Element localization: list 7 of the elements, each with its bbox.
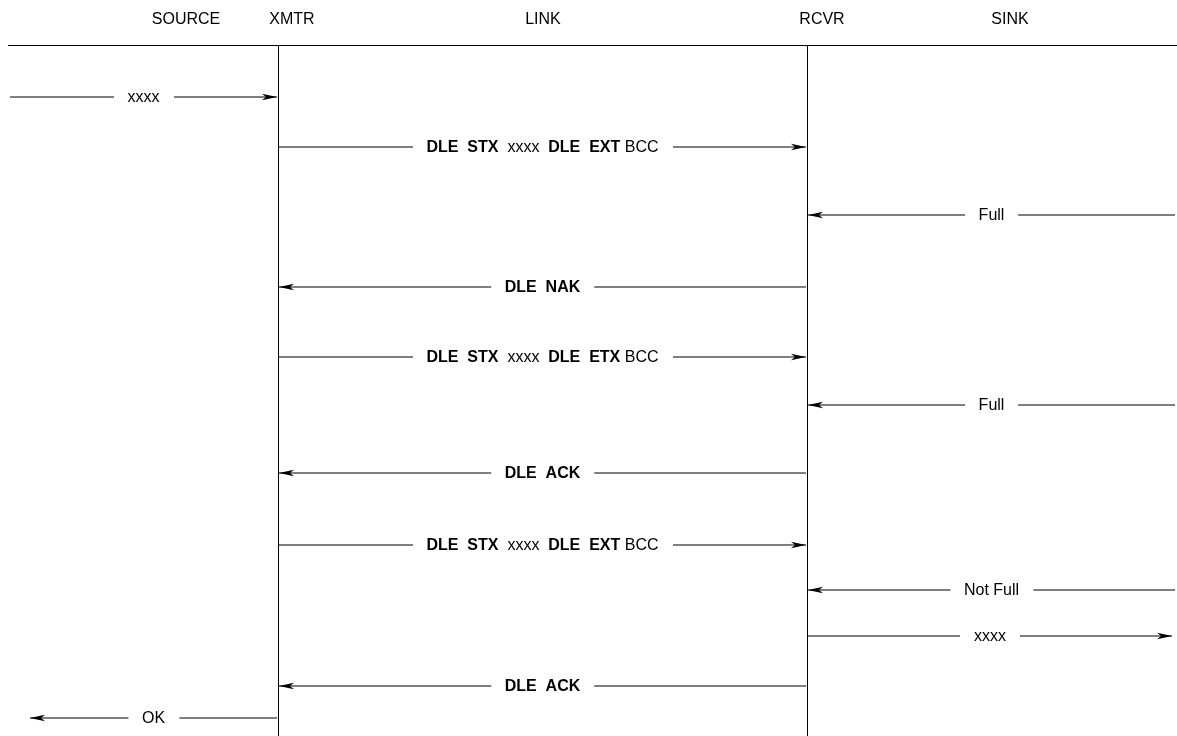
column-heading: XMTR [269, 9, 315, 29]
column-heading: RCVR [799, 9, 845, 29]
column-heading: SINK [991, 9, 1029, 29]
column-heading: SOURCE [151, 9, 221, 29]
lifeline [807, 45, 808, 736]
lifeline [278, 45, 279, 736]
column-heading: LINK [525, 9, 561, 29]
